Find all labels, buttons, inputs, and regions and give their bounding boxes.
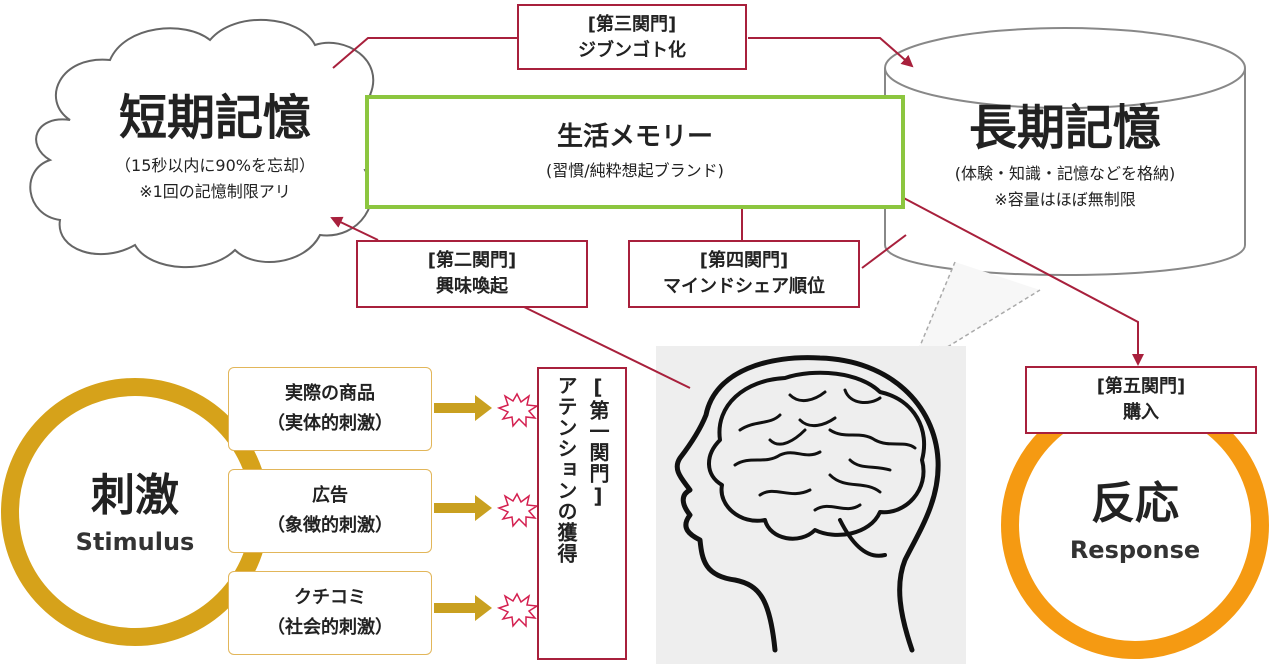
stimulus-title: 刺激 [91,470,179,521]
gate-4-text: マインドシェア順位 [663,276,825,297]
stimulus-item-ad: 広告 （象徴的刺激） [228,469,432,553]
gate-2-label: [第二関門] [427,250,517,271]
long-term-note2: ※容量はほぼ無制限 [994,190,1136,209]
gate-5-label: [第五関門] [1096,376,1186,397]
stimulus-item-line2: （社会的刺激） [267,617,393,638]
life-memory-sub: (習慣/純粋想起ブランド) [546,161,724,180]
brain-head-icon [674,355,941,653]
gate-3: [第三関門] ジブンゴト化 [517,4,747,70]
stimulus-sub: Stimulus [75,528,195,556]
stimulus-item-line2: （実体的刺激） [267,413,393,434]
short-term-note2: ※1回の記憶制限アリ [139,182,291,201]
short-term-title: 短期記憶 [118,90,311,146]
stimulus-item-line1: クチコミ [294,587,366,608]
long-term-note1: (体験・知識・記憶などを格納) [954,164,1176,183]
gate-1-label: [第一関門] [586,375,610,509]
stimulus-item-line2: （象徴的刺激） [267,515,393,536]
stimulus-item-line1: 実際の商品 [285,383,375,404]
gate-3-label: [第三関門] [587,14,677,35]
response-title: 反応 [1091,478,1179,529]
gate-1-text: アテンションの獲得 [554,375,578,564]
gate-4-label: [第四関門] [699,250,789,271]
stimulus-item-wom: クチコミ （社会的刺激） [228,571,432,655]
cylinder-icon [884,68,1246,276]
response-sub: Response [1069,536,1201,564]
gate-5-text: 購入 [1123,402,1159,423]
short-term-note1: （15秒以内に90%を忘却） [115,156,315,175]
stimulus-item-product: 実際の商品 （実体的刺激） [228,367,432,451]
gate-4: [第四関門] マインドシェア順位 [628,240,860,308]
long-term-title: 長期記憶 [968,100,1161,156]
gate-5: [第五関門] 購入 [1025,366,1257,434]
gate-2-text: 興味喚起 [436,276,508,297]
life-memory-box: 生活メモリー (習慣/純粋想起ブランド) [365,95,905,209]
burst-icon [496,392,540,628]
life-memory-title: 生活メモリー [556,122,713,152]
gate-3-text: ジブンゴト化 [578,40,686,61]
gate-2: [第二関門] 興味喚起 [356,240,588,308]
gate-1: [第一関門] アテンションの獲得 [537,367,627,660]
stimulus-item-line1: 広告 [312,485,348,506]
